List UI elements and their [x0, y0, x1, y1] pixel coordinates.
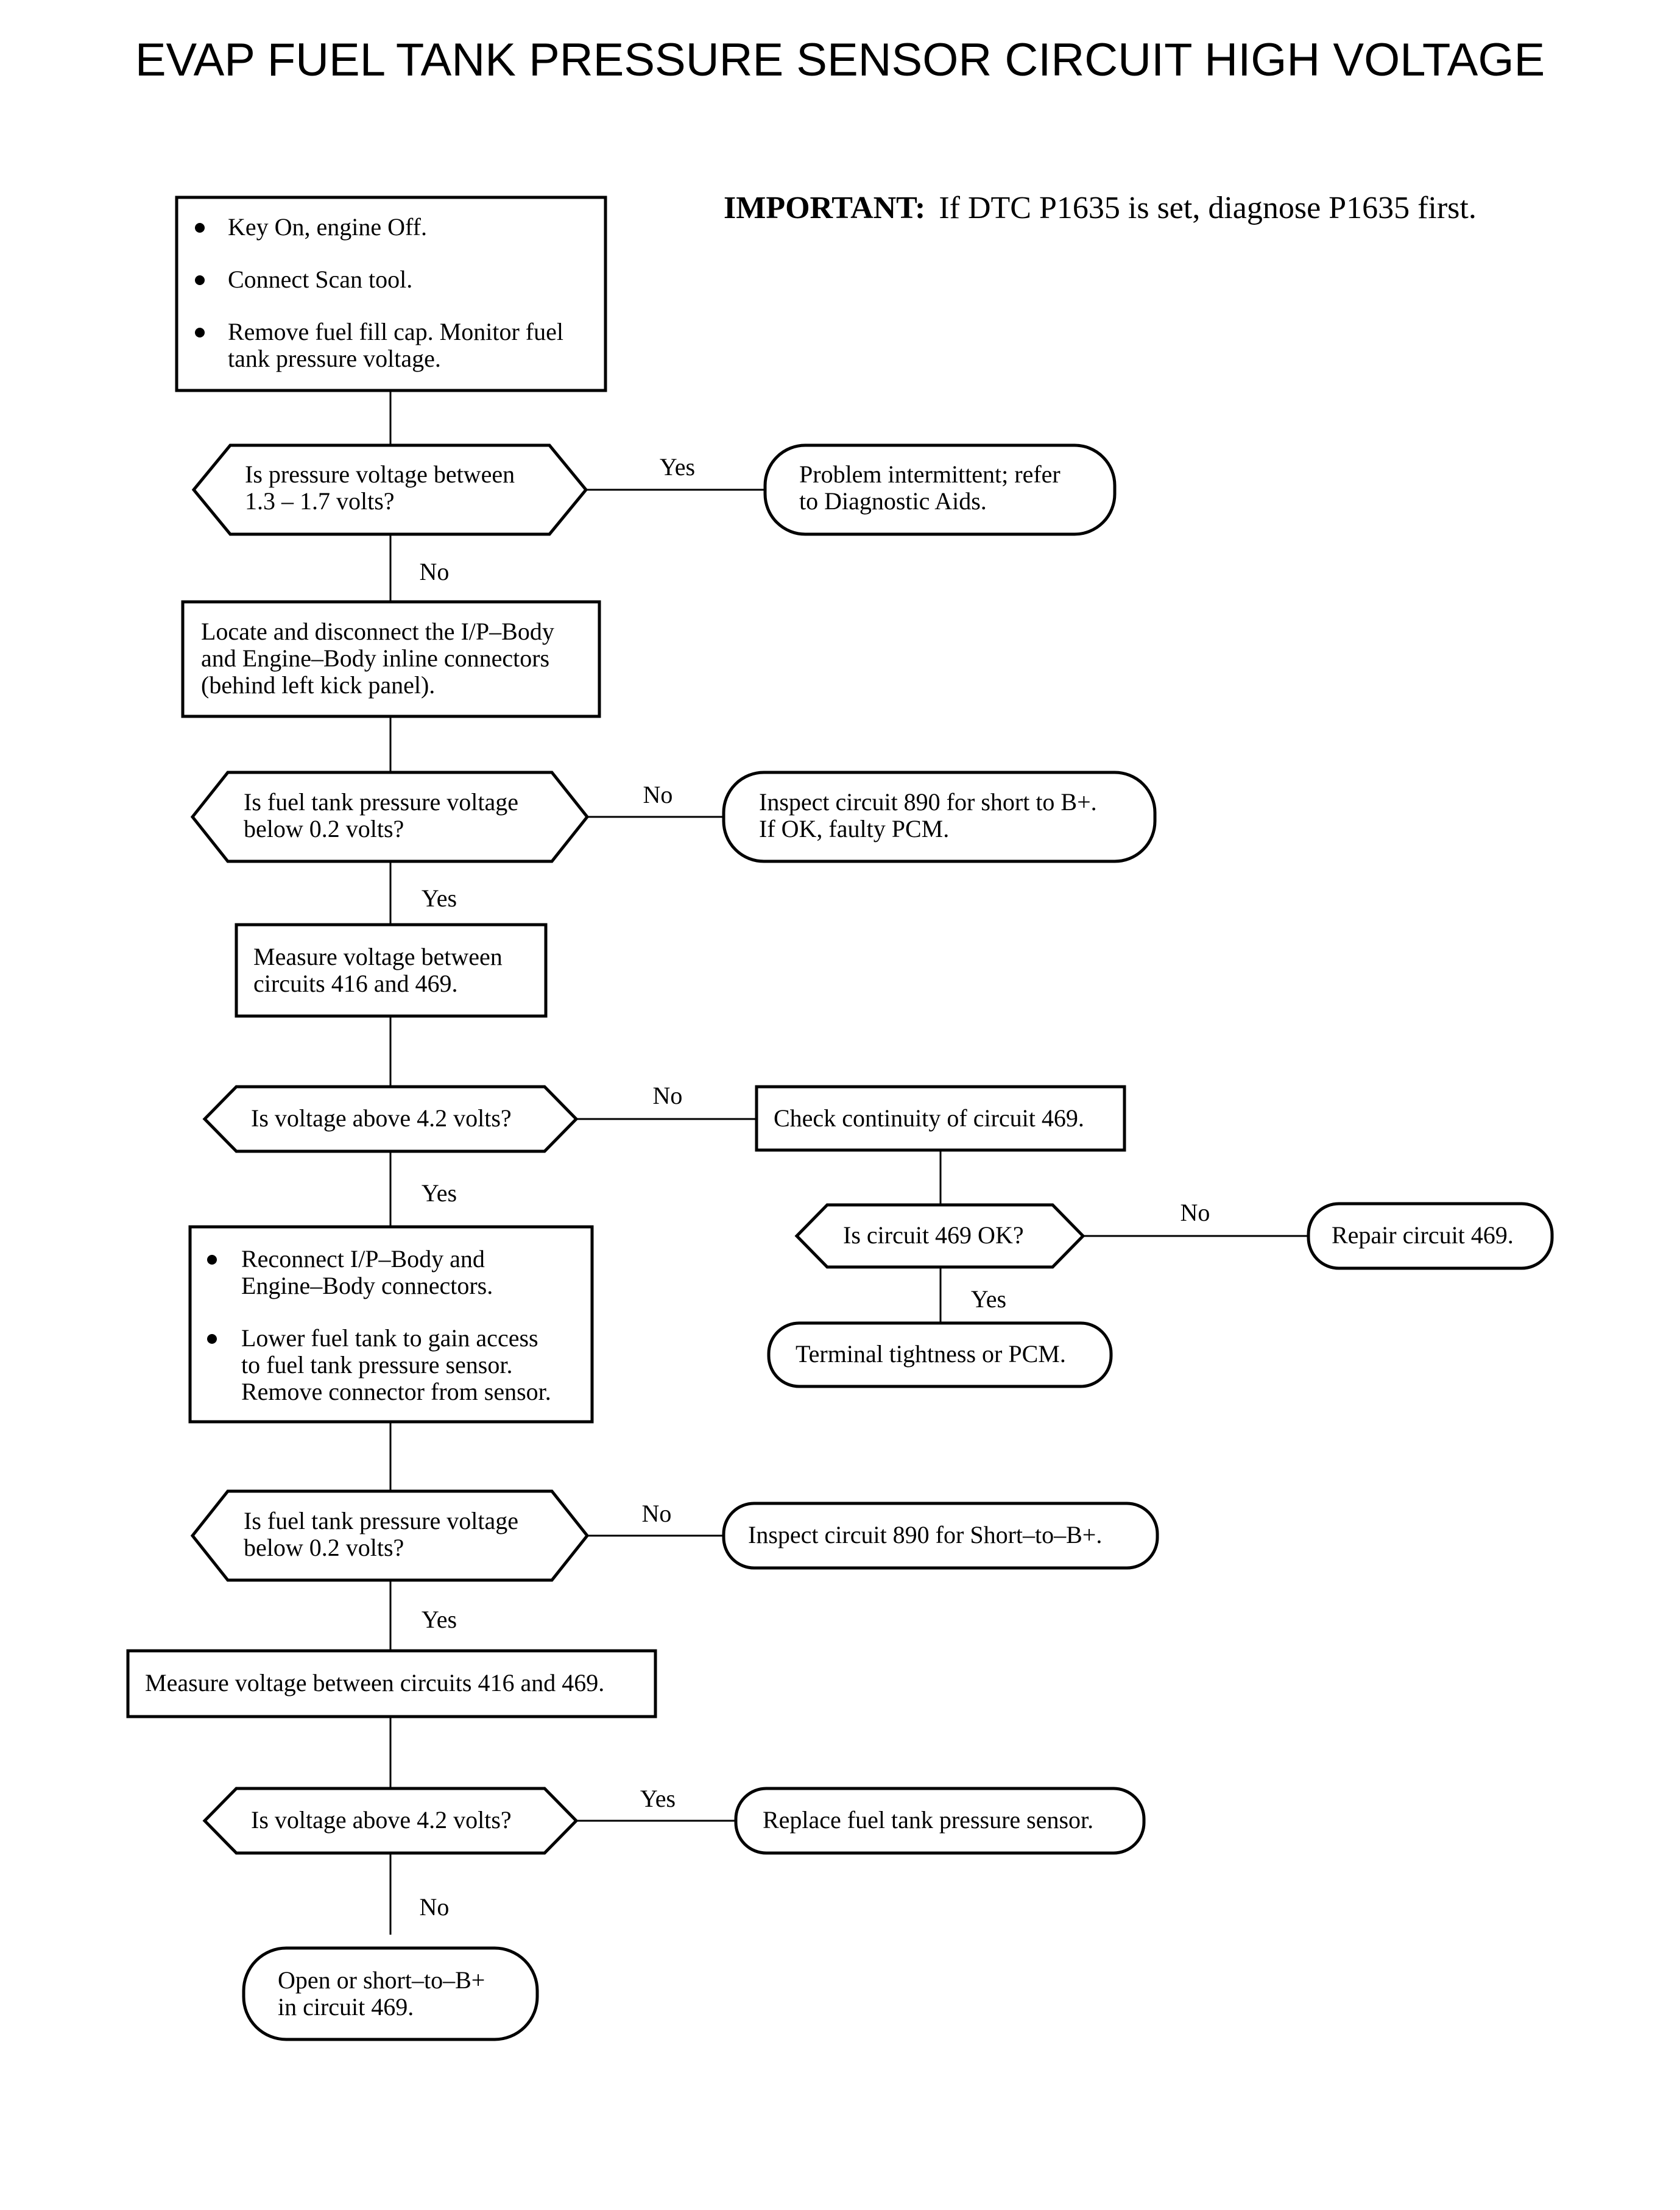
node-text-line: Connect Scan tool. [228, 266, 412, 293]
node-text-line: (behind left kick panel). [201, 671, 435, 699]
node-text-line: Lower fuel tank to gain access [241, 1324, 538, 1352]
node-text-line: Measure voltage between circuits 416 and… [145, 1669, 604, 1696]
node-text-line: Remove connector from sensor. [241, 1378, 551, 1405]
connectors [389, 390, 1308, 1935]
node-text-line: Inspect circuit 890 for short to B+. [759, 788, 1097, 816]
step-reconnect-lower-tank [188, 1225, 594, 1424]
result-open-short-469 [242, 1946, 539, 2041]
node-text-line: Is fuel tank pressure voltage [244, 788, 518, 816]
node-text-line: tank pressure voltage. [228, 345, 441, 372]
node-text-line: If OK, faulty PCM. [759, 815, 949, 842]
edge-label-d1-yes: Yes [660, 453, 695, 481]
node-text-line: Inspect circuit 890 for Short–to–B+. [748, 1521, 1102, 1548]
node-text-line: Key On, engine Off. [228, 213, 427, 241]
edge-label-d3-yes: Yes [422, 1179, 457, 1207]
result-terminal-tightness-pcm-text: Terminal tightness or PCM. [796, 1340, 1066, 1368]
edge-label-d4-yes: Yes [971, 1285, 1006, 1313]
important-note: IMPORTANT: If DTC P1635 is set, diagnose … [724, 191, 1477, 225]
step-measure-voltage-first [235, 923, 548, 1018]
decision-voltage-below-0-2-second [190, 1489, 590, 1582]
result-open-short-469-text: Open or short–to–B+in circuit 469. [278, 1966, 485, 2021]
decision-circuit-469-ok [794, 1203, 1085, 1269]
node-text-line: Check continuity of circuit 469. [774, 1104, 1084, 1132]
decision-voltage-below-0-2-first [190, 771, 590, 863]
node-text-line: Reconnect I/P–Body and [241, 1245, 485, 1273]
bullet-dot [195, 223, 205, 233]
edge-label-d5-yes: Yes [422, 1606, 457, 1633]
node-text-line: Open or short–to–B+ [278, 1966, 485, 1994]
node-text-line: to Diagnostic Aids. [799, 487, 987, 515]
node-text-line: Engine–Body connectors. [241, 1272, 493, 1299]
edge-label-d6-yes: Yes [640, 1785, 676, 1812]
decision-voltage-above-4-2-second [202, 1787, 579, 1855]
node-text-line: Replace fuel tank pressure sensor. [763, 1806, 1093, 1834]
node-text-line: Is voltage above 4.2 volts? [251, 1806, 512, 1834]
edge-labels: Yes No No Yes No Yes No Yes No Yes Yes N… [420, 453, 1210, 1921]
decision-voltage-above-4-2-first [202, 1085, 579, 1153]
result-inspect-890-short-text: Inspect circuit 890 for Short–to–B+. [748, 1521, 1102, 1548]
node-text-line: in circuit 469. [278, 1993, 414, 2021]
edge-label-d5-no: No [642, 1500, 672, 1527]
edge-label-d4-no: No [1181, 1199, 1210, 1226]
step-check-continuity-469-text: Check continuity of circuit 469. [774, 1104, 1084, 1132]
decision-pressure-voltage-range [191, 443, 588, 536]
edge-label-d3-no: No [653, 1082, 683, 1109]
edge-label-d2-no: No [643, 781, 673, 808]
node-text-line: Is voltage above 4.2 volts? [251, 1104, 512, 1132]
node-text-line: Problem intermittent; refer [799, 461, 1061, 488]
node-text-line: Is circuit 469 OK? [843, 1221, 1024, 1249]
result-inspect-890-short [722, 1502, 1159, 1570]
edge-label-d1-no: No [420, 558, 450, 585]
important-text: If DTC P1635 is set, diagnose P1635 firs… [939, 191, 1477, 225]
edge-label-d2-yes: Yes [422, 884, 457, 912]
node-text-line: below 0.2 volts? [244, 1534, 404, 1561]
step-check-continuity-469 [755, 1085, 1126, 1152]
result-intermittent [763, 443, 1117, 536]
result-terminal-tightness-pcm [767, 1321, 1113, 1388]
result-inspect-890-faulty-pcm-text: Inspect circuit 890 for short to B+.If O… [759, 788, 1097, 842]
node-text-line: Measure voltage between [253, 943, 503, 970]
node-text-line: Repair circuit 469. [1332, 1221, 1514, 1249]
result-replace-sensor-text: Replace fuel tank pressure sensor. [763, 1806, 1093, 1834]
node-text-line: 1.3 – 1.7 volts? [245, 487, 395, 515]
result-repair-circuit-469-text: Repair circuit 469. [1332, 1221, 1514, 1249]
step-measure-voltage-second [126, 1649, 657, 1718]
decision-voltage-above-4-2-second-text: Is voltage above 4.2 volts? [251, 1806, 512, 1834]
decision-voltage-above-4-2-first-text: Is voltage above 4.2 volts? [251, 1104, 512, 1132]
bullet-dot [195, 328, 205, 337]
result-inspect-890-faulty-pcm [722, 771, 1157, 863]
step-initial-setup [175, 196, 607, 392]
node-text-line: below 0.2 volts? [244, 815, 404, 842]
page-title: EVAP FUEL TANK PRESSURE SENSOR CIRCUIT H… [135, 34, 1545, 86]
node-text-line: Remove fuel fill cap. Monitor fuel [228, 318, 563, 345]
step-initial-setup-text: Key On, engine Off. Connect Scan tool. Rem… [195, 213, 563, 372]
step-measure-voltage-second-text: Measure voltage between circuits 416 and… [145, 1669, 604, 1696]
step-disconnect-connectors [181, 600, 601, 718]
node-text-line: circuits 416 and 469. [253, 970, 458, 997]
node-text-line: Is pressure voltage between [245, 461, 515, 488]
node-text-line: Is fuel tank pressure voltage [244, 1507, 518, 1534]
node-text-line: Terminal tightness or PCM. [796, 1340, 1066, 1368]
node-text-line: to fuel tank pressure sensor. [241, 1351, 512, 1379]
bullet-dot [207, 1334, 217, 1344]
node-text-line: and Engine–Body inline connectors [201, 644, 549, 672]
important-label: IMPORTANT: [724, 191, 925, 225]
bullet-dot [195, 275, 205, 285]
node-text-line: Locate and disconnect the I/P–Body [201, 618, 554, 645]
result-repair-circuit-469 [1307, 1202, 1554, 1270]
result-replace-sensor [734, 1787, 1146, 1855]
nodes: Key On, engine Off. Connect Scan tool. Rem… [126, 196, 1554, 2041]
edge-label-d6-no: No [420, 1893, 450, 1921]
bullet-dot [207, 1255, 217, 1265]
decision-circuit-469-ok-text: Is circuit 469 OK? [843, 1221, 1024, 1249]
